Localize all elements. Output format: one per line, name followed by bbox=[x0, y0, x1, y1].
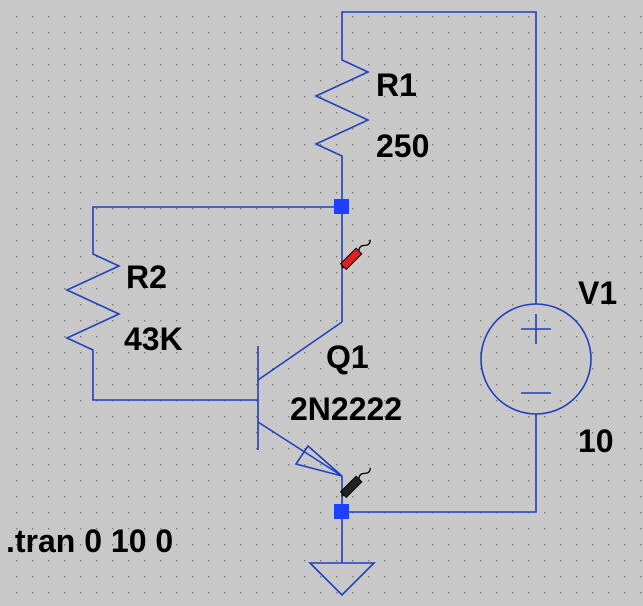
wire-r2-base[interactable] bbox=[92, 356, 258, 401]
voltage-probe-icon bbox=[339, 467, 371, 499]
r2-name-label: R2 bbox=[126, 259, 167, 295]
junction-node-collector[interactable] bbox=[334, 199, 349, 214]
wire-bottom-return[interactable] bbox=[342, 414, 537, 513]
resistor-r1[interactable] bbox=[314, 52, 370, 164]
q1-name-label: Q1 bbox=[326, 339, 369, 375]
r2-value-label: 43K bbox=[124, 321, 183, 357]
ground-icon[interactable] bbox=[308, 562, 376, 597]
transistor-q1[interactable] bbox=[257, 298, 343, 477]
v1-value-label: 10 bbox=[578, 423, 614, 459]
q1-model-label: 2N2222 bbox=[290, 391, 402, 427]
v1-name-label: V1 bbox=[578, 275, 617, 311]
resistor-r2[interactable] bbox=[65, 246, 121, 356]
voltage-probe-icon bbox=[339, 239, 371, 271]
r1-name-label: R1 bbox=[376, 67, 417, 103]
junction-node-emitter[interactable] bbox=[334, 504, 349, 519]
wire-top[interactable] bbox=[341, 11, 537, 304]
wire-r2-top[interactable] bbox=[92, 206, 342, 246]
r1-value-label: 250 bbox=[376, 128, 429, 164]
voltage-source-v1[interactable] bbox=[480, 303, 592, 415]
emitter-arrow bbox=[294, 444, 343, 477]
simulation-directive[interactable]: .tran 0 10 0 bbox=[6, 523, 173, 559]
